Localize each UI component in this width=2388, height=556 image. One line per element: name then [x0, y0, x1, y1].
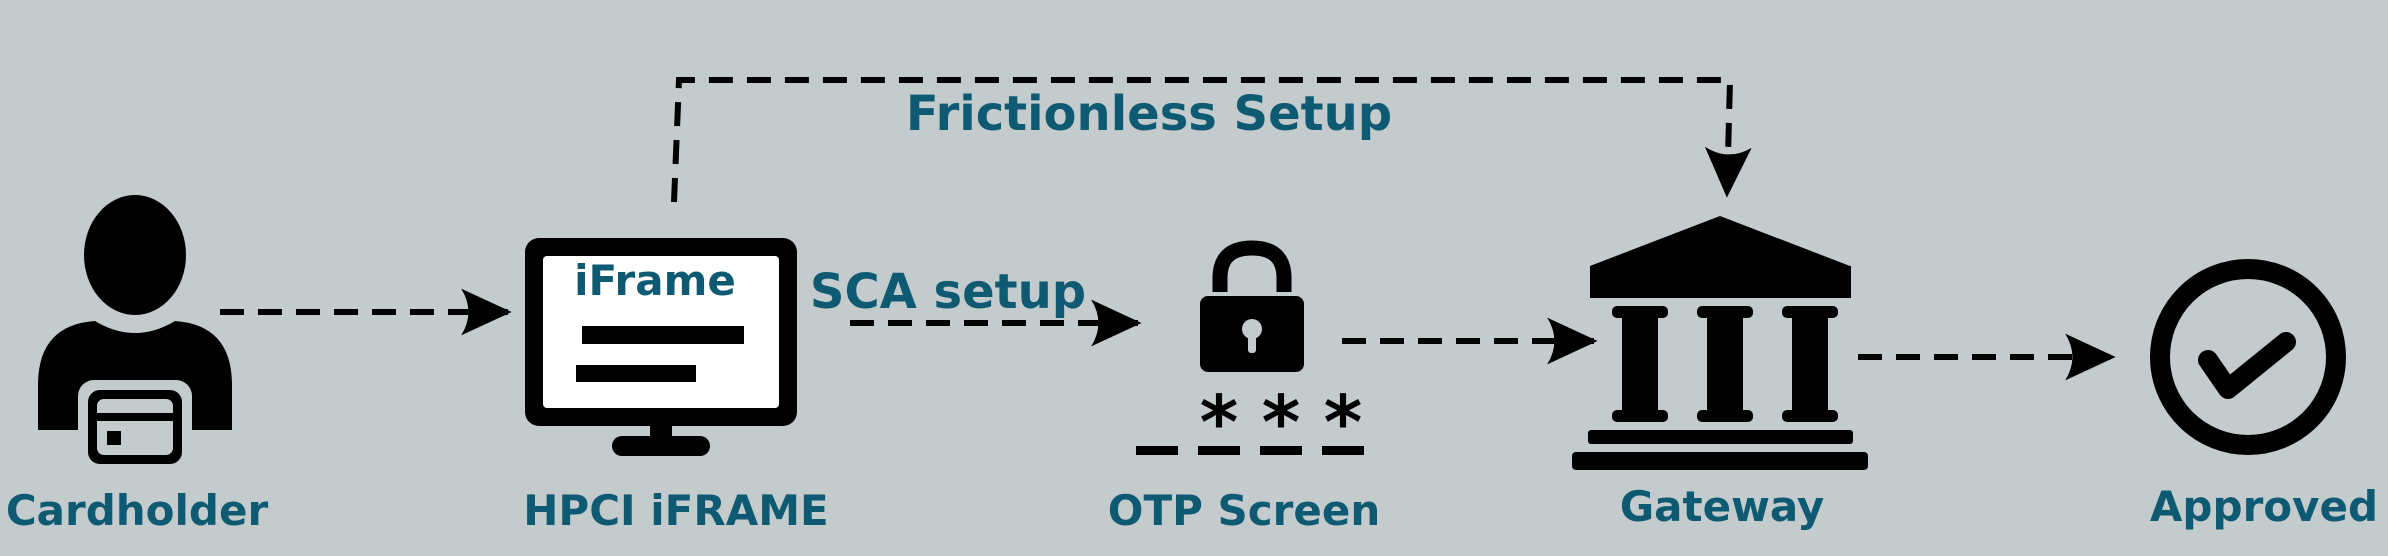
- edge-hpci-to-gateway-frictionless: [671, 77, 1752, 203]
- monitor-icon: [525, 238, 797, 456]
- monitor-screen-title: iFrame: [574, 256, 736, 305]
- node-label-hpci-iframe: HPCI iFRAME: [523, 486, 829, 535]
- bank-icon: [1572, 216, 1868, 470]
- padlock-icon: * * *: [1136, 240, 1364, 466]
- node-label-otp-screen: OTP Screen: [1107, 486, 1381, 535]
- node-label-approved: Approved: [2149, 482, 2379, 531]
- checkmark-circle-icon: [2150, 259, 2346, 455]
- person-with-card-icon: [38, 195, 232, 474]
- otp-char: *: [1324, 380, 1363, 466]
- otp-mask: * * *: [1200, 380, 1363, 466]
- otp-char: *: [1200, 380, 1239, 466]
- edge-label-sca-setup: SCA setup: [809, 264, 1087, 320]
- edge-label-frictionless-setup: Frictionless Setup: [905, 86, 1393, 142]
- node-label-gateway: Gateway: [1619, 482, 1825, 531]
- edges: [220, 77, 2116, 381]
- otp-char: *: [1262, 380, 1301, 466]
- node-label-cardholder: Cardholder: [5, 486, 269, 535]
